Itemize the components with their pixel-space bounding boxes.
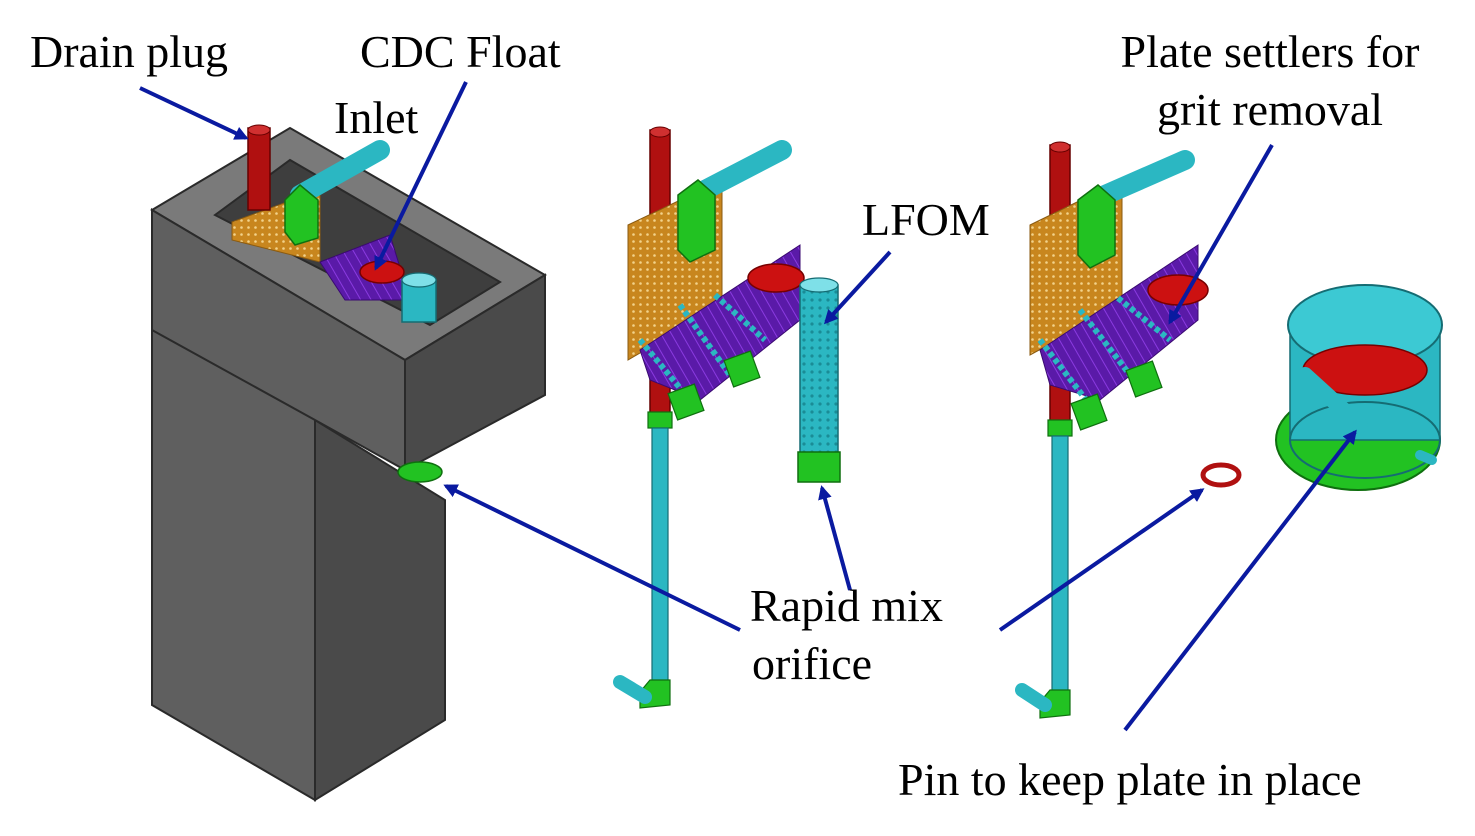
settler-rod-2 <box>677 303 733 377</box>
cdc-float-disk <box>359 260 405 284</box>
drain-pipe-mid-top <box>649 126 671 138</box>
arrow-rapid-mix-lfom <box>818 485 852 591</box>
cdc-float-mid <box>747 263 805 293</box>
settler-outlet-1 <box>667 383 705 421</box>
lfom-green-base <box>797 451 841 483</box>
tank-box-front <box>151 208 406 472</box>
drain-pipe-top <box>247 124 271 136</box>
inlet-pipe <box>290 140 390 205</box>
drain-pipe <box>247 127 271 211</box>
tank-assembly <box>150 124 547 802</box>
inlet-pipe-mid <box>695 140 792 200</box>
inlet-elbow <box>284 183 319 246</box>
bottom-outlet-mid <box>613 675 652 704</box>
inlet-elbow-mid <box>677 179 716 263</box>
arrow-lfom <box>823 250 892 325</box>
arrow-drain-plug <box>139 86 249 140</box>
settler-rod-r2 <box>1077 308 1133 377</box>
inlet-elbow-right <box>1077 184 1116 269</box>
pin-rod <box>1297 367 1368 433</box>
drain-pipe-right-top <box>1049 141 1071 153</box>
down-pipe-mid <box>651 427 669 689</box>
arrow-pin <box>1123 429 1357 732</box>
arrow-plate-settlers <box>1168 144 1274 325</box>
settler-rod-3 <box>712 292 768 343</box>
pin-rod-edge <box>1415 450 1437 465</box>
lfom-pipe-stub-top <box>401 272 437 288</box>
label-plate-settlers-line2: grit removal <box>1156 84 1384 135</box>
bottom-outlet-right <box>1015 683 1052 712</box>
settler-outlet-r1 <box>1070 393 1108 431</box>
lfom-pipe-stub <box>401 279 437 323</box>
annotation-arrows <box>139 81 1357 732</box>
label-cdc-float: CDC Float <box>360 26 561 77</box>
label-inlet: Inlet <box>334 92 419 143</box>
green-coupler-right <box>1047 419 1073 437</box>
inlet-pipe-right <box>1095 150 1195 205</box>
settler-rod-r1 <box>1037 338 1093 407</box>
label-plate-settlers-line1: Plate settlers for <box>1120 26 1420 77</box>
green-coupler-mid <box>647 411 673 429</box>
lfom-pipe-top <box>799 277 839 293</box>
label-lfom: LFOM <box>862 194 990 245</box>
tank-box-side <box>404 273 546 472</box>
rapid-mix-fitting <box>397 461 443 483</box>
lfom-pipe <box>799 284 839 456</box>
orifice-ring <box>1200 462 1242 488</box>
arrow-rapid-mix-ring <box>998 488 1205 632</box>
internals-assembly-right <box>1015 141 1443 719</box>
internals-assembly <box>613 126 841 709</box>
settler-outlet-2 <box>723 350 761 388</box>
cdc-float-right <box>1147 274 1209 306</box>
label-drain-plug: Drain plug <box>30 26 229 77</box>
label-pin: Pin to keep plate in place <box>898 754 1362 805</box>
arrow-cdc-float <box>374 81 468 271</box>
arrow-rapid-mix-tank <box>443 484 741 632</box>
label-rapid-mix-line1: Rapid mix <box>750 580 943 631</box>
float-cylinder-bottom-edge <box>1289 401 1441 479</box>
settler-rod-r3 <box>1116 295 1172 343</box>
down-pipe-right <box>1051 435 1069 697</box>
settler-outlet-r2 <box>1125 360 1163 398</box>
label-rapid-mix-line2: orifice <box>752 638 873 689</box>
